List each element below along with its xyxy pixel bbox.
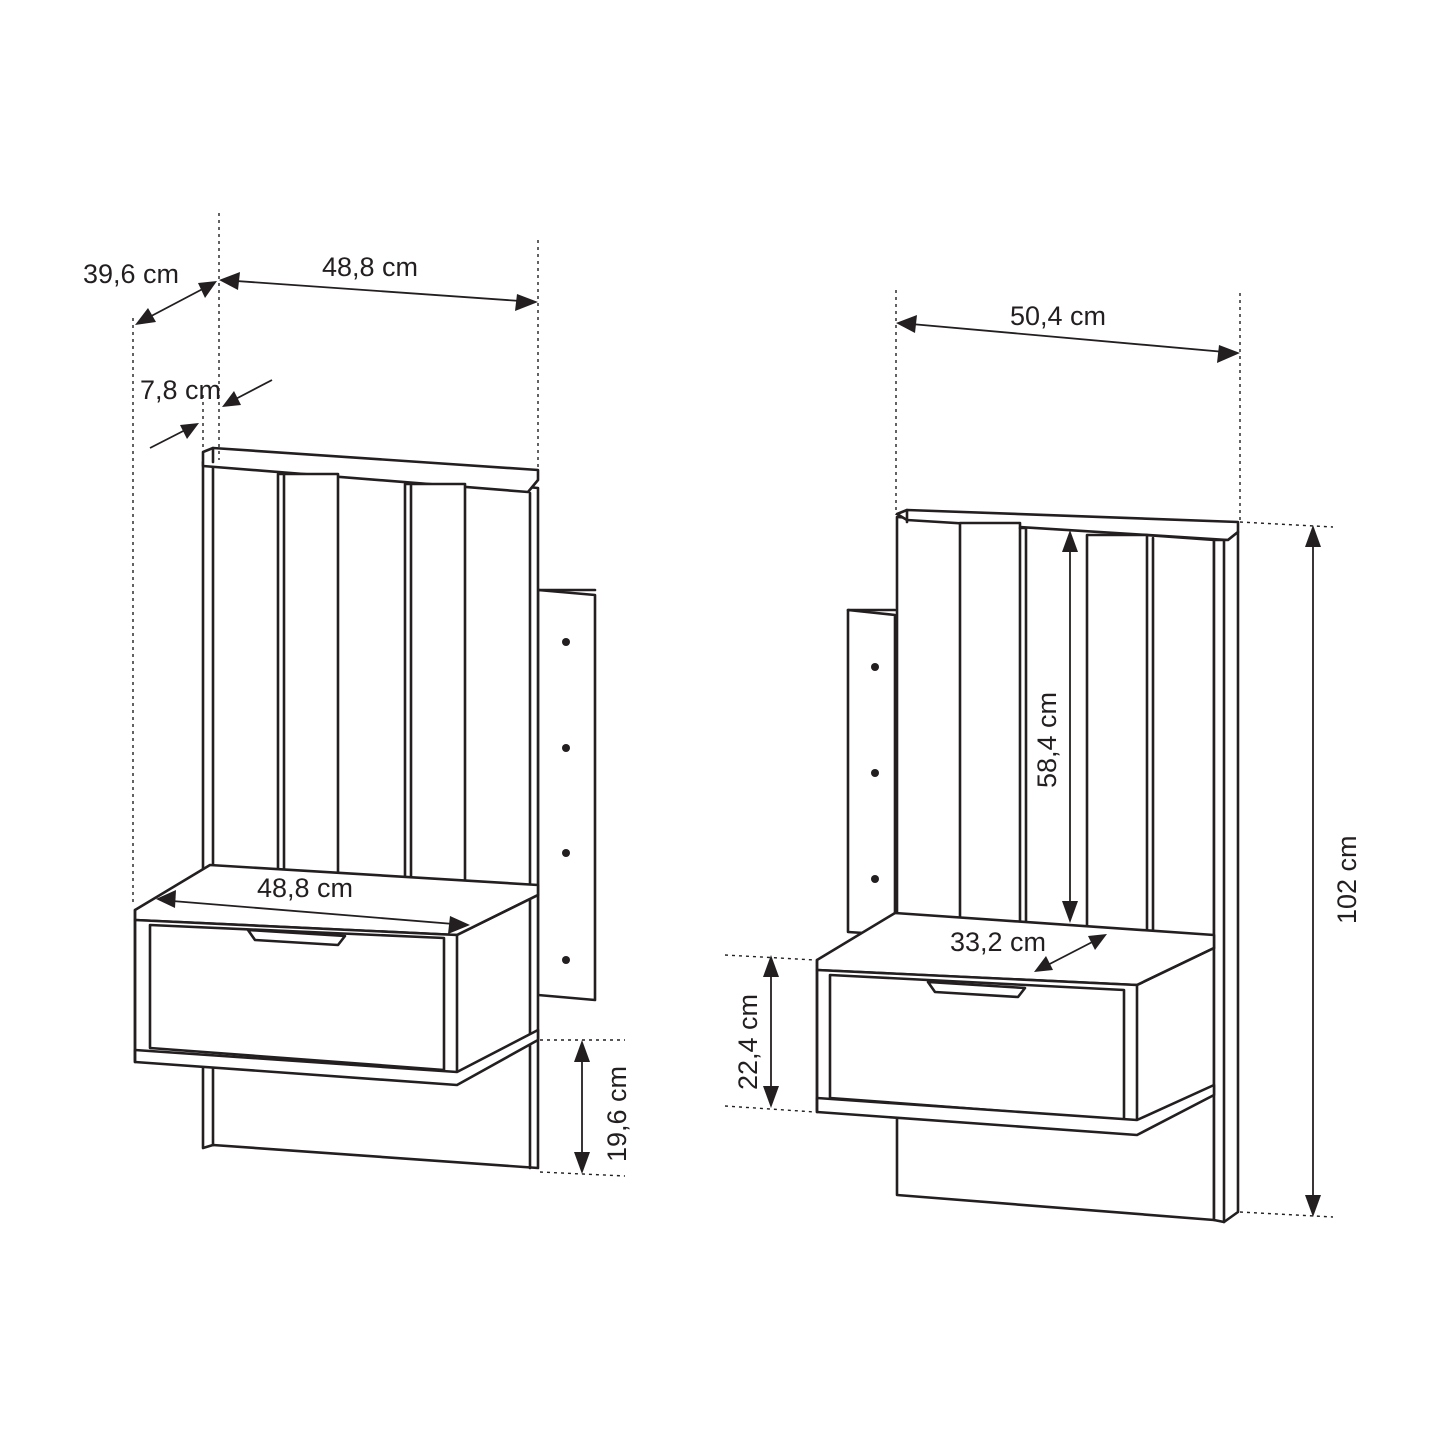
left-drawer-height-label: 19,6 cm bbox=[602, 1066, 632, 1162]
arrow-icon bbox=[574, 1152, 590, 1174]
arrow-icon bbox=[1217, 345, 1240, 363]
right-ext-line bbox=[1239, 1211, 1334, 1218]
right-slat-height-label: 58,4 cm bbox=[1032, 692, 1062, 788]
arrow-icon bbox=[1088, 934, 1107, 950]
arrow-icon bbox=[135, 308, 156, 325]
left-wall-rail bbox=[536, 588, 597, 1002]
right-slats bbox=[958, 521, 1155, 935]
left-width-label: 48,8 cm bbox=[322, 252, 418, 282]
right-side-board bbox=[1212, 530, 1240, 1224]
right-shelf-side-edge bbox=[1135, 946, 1216, 987]
left-width-dimension-line bbox=[221, 279, 536, 303]
right-shelf-depth-label: 33,2 cm bbox=[950, 927, 1046, 957]
arrow-icon bbox=[1062, 901, 1078, 923]
left-slat bbox=[276, 472, 340, 876]
right-ext-line bbox=[1239, 521, 1334, 528]
left-slat bbox=[403, 482, 467, 886]
arrow-icon bbox=[156, 890, 176, 908]
right-width-label: 50,4 cm bbox=[1010, 301, 1106, 331]
left-shelf-width-label: 48,8 cm bbox=[257, 873, 353, 903]
left-rail-hole bbox=[562, 638, 570, 646]
arrow-icon bbox=[1062, 530, 1078, 552]
left-shelf-width-dimension-line bbox=[159, 899, 467, 926]
left-depth-label: 39,6 cm bbox=[83, 259, 179, 289]
arrow-icon bbox=[1034, 956, 1053, 972]
left-shelf-side-edge bbox=[455, 893, 540, 937]
right-drawer-height-label: 22,4 cm bbox=[733, 994, 763, 1090]
arrow-icon bbox=[1305, 1195, 1321, 1217]
arrow-icon bbox=[763, 1086, 779, 1108]
right-rail-hole bbox=[871, 663, 879, 671]
arrow-icon bbox=[763, 955, 779, 977]
right-total-height-label: 102 cm bbox=[1332, 835, 1362, 924]
left-rail-hole bbox=[562, 744, 570, 752]
arrow-icon bbox=[180, 423, 199, 439]
left-nightstand-unit: 39,6 cm 48,8 cm 7,8 cm 48,8 cm 19,6 cm bbox=[83, 213, 632, 1177]
right-width-dimension-line bbox=[899, 322, 1237, 354]
right-nightstand-unit: 50,4 cm 58,4 cm 33,2 cm 22,4 cm 102 cm bbox=[724, 290, 1362, 1224]
arrow-icon bbox=[448, 916, 470, 934]
arrow-icon bbox=[896, 315, 917, 333]
left-rail-hole bbox=[562, 849, 570, 857]
left-drawer-front bbox=[148, 923, 446, 1072]
right-ext-line bbox=[724, 1105, 816, 1113]
left-thickness-label: 7,8 cm bbox=[140, 375, 221, 405]
arrow-icon bbox=[574, 1040, 590, 1062]
arrow-icon bbox=[198, 281, 217, 298]
left-ext-line bbox=[539, 1171, 626, 1177]
right-rail-hole bbox=[871, 769, 879, 777]
arrow-icon bbox=[219, 272, 240, 290]
left-slats bbox=[276, 472, 467, 886]
right-rail-hole bbox=[871, 875, 879, 883]
arrow-icon bbox=[1305, 525, 1321, 547]
arrow-icon bbox=[222, 391, 241, 407]
arrow-icon bbox=[515, 294, 538, 311]
right-drawer-front bbox=[828, 973, 1126, 1122]
right-ext-line bbox=[724, 954, 816, 961]
left-rail-hole bbox=[562, 956, 570, 964]
left-drawer-handle bbox=[246, 928, 347, 947]
right-slat bbox=[958, 521, 1022, 925]
right-slat bbox=[1085, 533, 1149, 935]
right-drawer-handle bbox=[926, 980, 1027, 999]
